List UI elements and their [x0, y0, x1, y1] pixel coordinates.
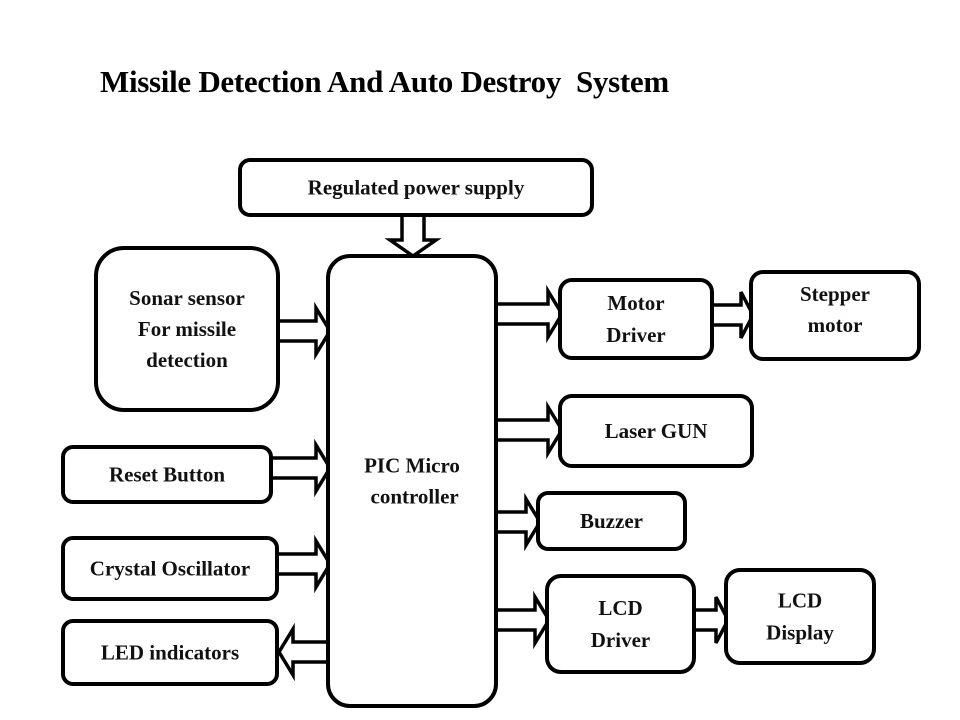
block-label-line: Motor [607, 291, 664, 315]
block-label-line: detection [146, 348, 228, 372]
block-label-line: Crystal Oscillator [90, 557, 250, 581]
arrow-pic-microcontroller-to-lcd-driver [496, 590, 552, 650]
block-label-line: Sonar sensor [129, 286, 245, 310]
block-box [61, 445, 273, 504]
arrow-motor-driver-to-stepper-motor [712, 291, 755, 339]
block-box [558, 394, 754, 468]
block-laser-gun: Laser GUN [558, 394, 754, 468]
block-box [558, 278, 714, 360]
block-label-line: For missile [138, 317, 236, 341]
arrow-pic-microcontroller-to-laser-gun [496, 400, 565, 460]
arrow-reset-button-to-pic-microcontroller [271, 438, 333, 498]
block-box [536, 491, 687, 551]
block-label-line: Buzzer [580, 509, 643, 533]
block-label-line: motor [808, 313, 863, 337]
block-label-line: Laser GUN [605, 419, 708, 443]
block-box [94, 246, 280, 412]
block-label-line: Driver [591, 628, 650, 652]
block-stepper-motor: Stepper motor [749, 270, 921, 361]
arrow-pic-microcontroller-to-buzzer [496, 492, 543, 552]
block-box [724, 568, 876, 665]
block-box [238, 158, 594, 217]
block-power-supply: Regulated power supply [238, 158, 594, 217]
block-box [326, 254, 498, 708]
block-label-line: LCD [778, 589, 822, 613]
block-crystal-oscillator: Crystal Oscillator [61, 536, 279, 601]
block-label-line: PIC Micro [364, 454, 460, 478]
block-led-indicators: LED indicators [61, 619, 279, 686]
arrow-sonar-sensor-to-pic-microcontroller [278, 301, 333, 361]
diagram-title: Missile Detection And Auto Destroy Syste… [100, 64, 669, 99]
block-box [61, 619, 279, 686]
block-label-line: LCD [598, 596, 642, 620]
arrow-pic-microcontroller-to-motor-driver [496, 284, 565, 344]
arrow-pic-microcontroller-to-led-indicators [276, 622, 328, 682]
block-label-line: controller [365, 485, 459, 509]
arrow-power-supply-to-pic-microcontroller [384, 215, 442, 259]
block-buzzer: Buzzer [536, 491, 687, 551]
block-label-line: Reset Button [109, 463, 225, 487]
block-label-line: Display [766, 621, 834, 645]
block-label-line: Driver [606, 323, 665, 347]
block-label-line: LED indicators [101, 641, 239, 665]
block-box [749, 270, 921, 361]
block-reset-button: Reset Button [61, 445, 273, 504]
arrow-lcd-driver-to-lcd-display [694, 596, 730, 644]
block-lcd-display: LCD Display [724, 568, 876, 665]
block-box [545, 574, 696, 674]
arrow-crystal-oscillator-to-pic-microcontroller [277, 534, 333, 594]
block-box [61, 536, 279, 601]
block-label-line: Regulated power supply [308, 176, 525, 200]
block-pic-microcontroller: PIC Micro controller [326, 254, 498, 708]
block-lcd-driver: LCD Driver [545, 574, 696, 674]
block-label-line: Stepper [800, 282, 870, 306]
